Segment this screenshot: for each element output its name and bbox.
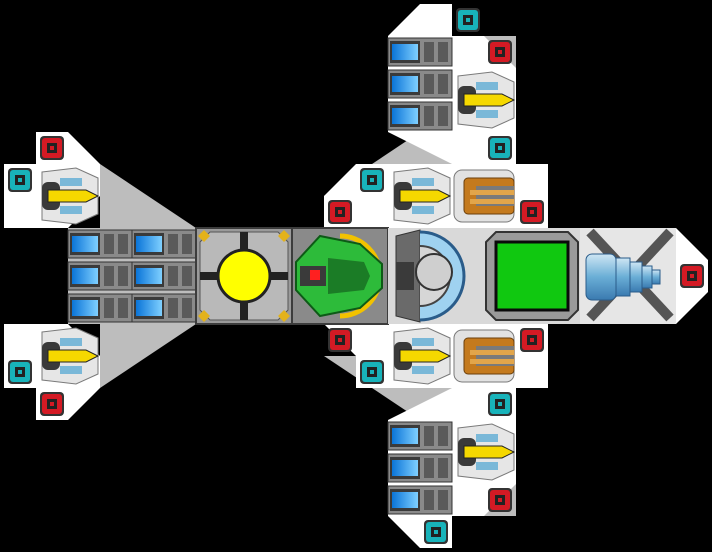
blue-battery-cell[interactable]	[67, 229, 133, 259]
command-cockpit[interactable]	[291, 227, 389, 325]
orange-cannon-bottom[interactable]	[453, 329, 515, 383]
thruster-engine[interactable]	[580, 228, 676, 324]
yellow-gun-turret[interactable]	[41, 327, 100, 385]
blue-battery-cell[interactable]	[387, 453, 453, 483]
teal-armor-block[interactable]	[488, 136, 512, 160]
teal-armor-block[interactable]	[456, 8, 480, 32]
battery-group	[67, 37, 453, 515]
blue-battery-cell[interactable]	[131, 293, 197, 323]
red-armor-block[interactable]	[520, 200, 544, 224]
yellow-gun-turret[interactable]	[457, 423, 516, 481]
red-armor-block[interactable]	[488, 488, 512, 512]
teal-armor-block[interactable]	[8, 168, 32, 192]
blue-battery-cell[interactable]	[67, 261, 133, 291]
red-armor-block[interactable]	[488, 40, 512, 64]
blue-battery-cell[interactable]	[387, 37, 453, 67]
teal-armor-block[interactable]	[360, 168, 384, 192]
teal-armor-block[interactable]	[360, 360, 384, 384]
teal-armor-block[interactable]	[424, 520, 448, 544]
blue-battery-cell[interactable]	[387, 421, 453, 451]
blue-battery-cell[interactable]	[387, 69, 453, 99]
red-armor-block[interactable]	[40, 392, 64, 416]
shield-generator[interactable]	[388, 228, 484, 324]
green-cargo-bay[interactable]	[484, 228, 580, 324]
teal-armor-block[interactable]	[488, 392, 512, 416]
red-armor-block[interactable]	[680, 264, 704, 288]
armor-group	[8, 8, 704, 544]
orange-cannon-top[interactable]	[453, 169, 515, 223]
red-armor-block[interactable]	[520, 328, 544, 352]
red-armor-block[interactable]	[328, 328, 352, 352]
teal-armor-block[interactable]	[8, 360, 32, 384]
reactor-core[interactable]	[195, 227, 293, 325]
red-armor-block[interactable]	[328, 200, 352, 224]
yellow-gun-turret[interactable]	[393, 167, 452, 225]
gun-group	[41, 71, 516, 481]
yellow-gun-turret[interactable]	[41, 167, 100, 225]
yellow-gun-turret[interactable]	[457, 71, 516, 129]
blue-battery-cell[interactable]	[387, 485, 453, 515]
red-armor-block[interactable]	[40, 136, 64, 160]
blue-battery-cell[interactable]	[131, 261, 197, 291]
blue-battery-cell[interactable]	[131, 229, 197, 259]
blue-battery-cell[interactable]	[67, 293, 133, 323]
yellow-gun-turret[interactable]	[393, 327, 452, 385]
blue-battery-cell[interactable]	[387, 101, 453, 131]
